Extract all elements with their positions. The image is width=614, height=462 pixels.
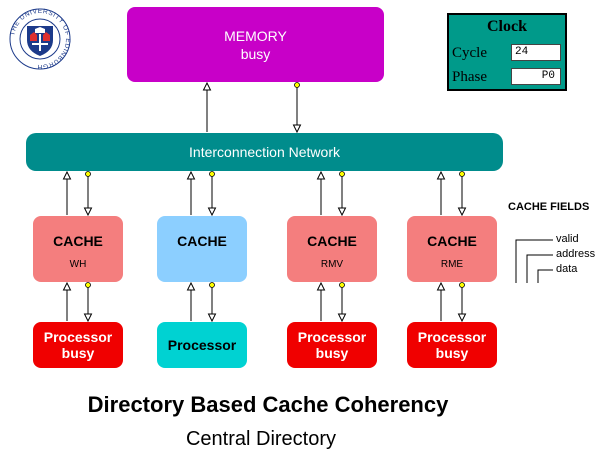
processor-2: Processor <box>157 322 247 368</box>
arrow-head-icon <box>436 170 446 180</box>
cache-fields-title: CACHE FIELDS <box>508 201 590 213</box>
processor-status: busy <box>61 345 95 361</box>
cache-label: CACHE <box>177 233 227 249</box>
cache-4: CACHE RME <box>407 216 497 282</box>
cache-2: CACHE <box>157 216 247 282</box>
diagram-subtitle: Central Directory <box>185 428 337 450</box>
signal-dot-icon <box>459 171 465 177</box>
memory-title: MEMORY <box>224 27 287 44</box>
processor-label: Processor <box>417 329 487 345</box>
field-bracket-valid <box>515 239 553 283</box>
arrow-head-icon <box>186 281 196 291</box>
signal-dot-icon <box>209 171 215 177</box>
processor-status: busy <box>315 345 349 361</box>
diagram-title: Directory Based Cache Coherency <box>87 392 449 417</box>
processor-4: Processor busy <box>407 322 497 368</box>
processor-label: Processor <box>43 329 113 345</box>
cache-label: CACHE <box>427 233 477 249</box>
cache-label: CACHE <box>53 233 103 249</box>
arrow-head-icon <box>457 313 467 323</box>
arrow-head-icon <box>292 124 302 134</box>
memory-block: MEMORY busy <box>127 7 384 82</box>
signal-dot-icon <box>339 171 345 177</box>
arrow-head-icon <box>337 207 347 217</box>
arrow-head-icon <box>207 207 217 217</box>
cache-1: CACHE WH <box>33 216 123 282</box>
arrow-head-icon <box>202 81 212 91</box>
processor-3: Processor busy <box>287 322 377 368</box>
signal-dot-icon <box>459 282 465 288</box>
arrow-head-icon <box>62 281 72 291</box>
phase-field: P0 <box>511 68 561 85</box>
signal-dot-icon <box>209 282 215 288</box>
signal-dot-icon <box>85 171 91 177</box>
university-crest-icon <box>27 26 53 56</box>
university-logo: THE UNIVERSITY OF EDINBURGH <box>8 7 72 71</box>
arrow-head-icon <box>83 313 93 323</box>
signal-dot-icon <box>339 282 345 288</box>
processor-status: busy <box>435 345 469 361</box>
field-address: address <box>556 248 596 260</box>
processor-1: Processor busy <box>33 322 123 368</box>
clock-panel: Clock Cycle 24 Phase P0 <box>447 13 567 91</box>
cycle-label: Cycle <box>452 45 487 61</box>
cache-3: CACHE RMV <box>287 216 377 282</box>
field-bracket-data <box>537 269 553 283</box>
arrow-head-icon <box>186 170 196 180</box>
arrow-head-icon <box>207 313 217 323</box>
field-bracket-address <box>526 254 553 283</box>
processor-label: Processor <box>297 329 367 345</box>
signal-dot-icon <box>85 282 91 288</box>
memory-status: busy <box>240 45 271 62</box>
network-label: Interconnection Network <box>189 144 340 160</box>
arrow-head-icon <box>62 170 72 180</box>
arrow-head-icon <box>83 207 93 217</box>
cache-state: RMV <box>320 259 344 270</box>
signal-dot-icon <box>294 82 300 88</box>
arrow-head-icon <box>316 281 326 291</box>
field-valid: valid <box>556 233 579 245</box>
interconnection-network: Interconnection Network <box>26 133 503 171</box>
cache-state: WH <box>69 259 87 270</box>
arrow-head-icon <box>457 207 467 217</box>
field-data: data <box>556 263 578 275</box>
cache-state: RME <box>440 259 464 270</box>
processor-label: Processor <box>167 337 237 353</box>
cache-label: CACHE <box>307 233 357 249</box>
phase-label: Phase <box>452 69 487 85</box>
arrow-head-icon <box>436 281 446 291</box>
arrow-head-icon <box>316 170 326 180</box>
clock-title: Clock <box>487 18 527 35</box>
arrow-head-icon <box>337 313 347 323</box>
cycle-field: 24 <box>511 44 561 61</box>
